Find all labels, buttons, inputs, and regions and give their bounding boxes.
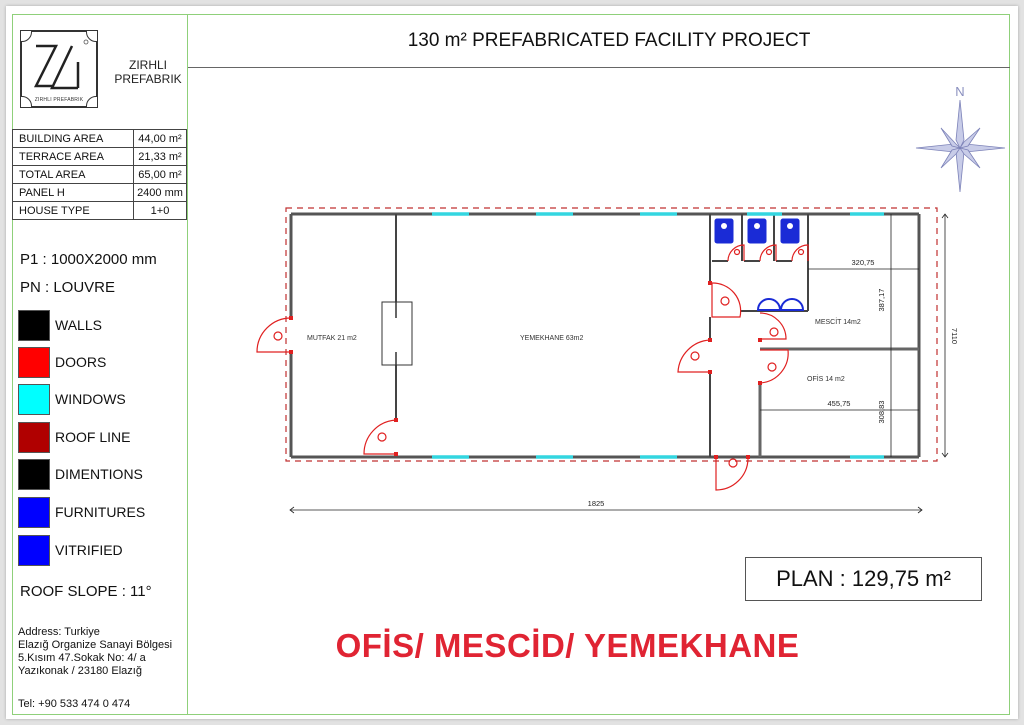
info-value: 1+0: [133, 201, 187, 220]
furnitures-swatch: [18, 497, 50, 528]
dim-total-width: 7110: [950, 328, 959, 344]
dim-ofis-width: 455,75: [828, 399, 851, 408]
vitrified-swatch: [18, 535, 50, 566]
address-line: 5.Kısım 47.Sokak No: 4/ a: [18, 652, 146, 664]
legend-label: WINDOWS: [55, 391, 126, 407]
room-label-yemekhane: YEMEKHANE 63m2: [520, 335, 584, 342]
dimension-lines: [289, 213, 949, 514]
doors: [256, 244, 809, 491]
company-name-line1: ZIRHLI: [128, 58, 167, 72]
plan-area-box: PLAN : 129,75 m²: [745, 557, 982, 601]
toilet-bowls: [721, 223, 793, 229]
dim-mescit-width: 320,75: [852, 258, 875, 267]
windows: [432, 212, 884, 459]
dim-mescit-depth: 387,17: [877, 289, 886, 312]
panel-p1-spec: P1 : 1000X2000 mm: [20, 251, 157, 268]
legend-label: WALLS: [55, 317, 102, 333]
windows-swatch: [18, 384, 50, 415]
room-label-mutfak: MUTFAK 21 m2: [307, 335, 357, 342]
interior-walls: [395, 214, 919, 457]
address-line: Yazıkonak / 23180 Elazığ: [18, 665, 142, 677]
doors-swatch: [18, 347, 50, 378]
walls-swatch: [18, 310, 50, 341]
company-logo: ZIRHLI PREFABRIK: [20, 30, 98, 108]
toilet-fixtures: [714, 218, 800, 244]
north-label: N: [955, 84, 964, 99]
title-block-panel: ZIRHLI PREFABRIK ZIRHLI PREFABRIK BUILDI…: [12, 14, 188, 715]
sink-fixtures: [756, 298, 805, 311]
company-name-line2: PREFABRIK: [114, 72, 182, 86]
zl-monogram-icon: [33, 39, 89, 90]
roof-line-swatch: [18, 422, 50, 453]
info-label: HOUSE TYPE: [12, 201, 134, 220]
north-arrow-icon: [915, 99, 1006, 193]
company-address: Address: Turkiye Elazığ Organize Sanayi …: [18, 626, 172, 678]
address-line: Elazığ Organize Sanayi Bölgesi: [18, 639, 173, 651]
address-line: Address: Turkiye: [18, 626, 100, 638]
serving-counter: [381, 301, 413, 366]
dim-total-length: 1825: [588, 499, 605, 508]
info-value: 44,00 m²: [133, 129, 187, 148]
room-label-ofis: OFİS 14 m2: [807, 374, 845, 383]
legend-label: ROOF LINE: [55, 429, 131, 445]
company-phone: Tel: +90 533 474 0 474: [18, 698, 131, 710]
room-labels: MUTFAK 21 m2 YEMEKHANE 63m2 MESCİT 14m2 …: [307, 317, 861, 383]
dim-ofis-depth: 308,83: [877, 401, 886, 424]
project-subtitle: OFİS/ MESCİD/ YEMEKHANE: [335, 627, 800, 664]
page-title: 130 m² PREFABRICATED FACILITY PROJECT: [407, 29, 811, 51]
panel-pn-spec: PN : LOUVRE: [20, 279, 116, 296]
legend-label: DOORS: [55, 354, 107, 370]
info-label: TERRACE AREA: [12, 147, 134, 166]
door-hinges: [289, 281, 762, 459]
info-label: TOTAL AREA: [12, 165, 134, 184]
legend-label: VITRIFIED: [55, 542, 123, 558]
info-label: PANEL H: [12, 183, 134, 202]
dimensions-swatch: [18, 459, 50, 490]
dimension-labels: 1825 7110 320,75 387,17 455,75 308,83: [588, 258, 959, 508]
logo-caption: ZIRHLI PREFABRIK: [34, 97, 84, 103]
legend-label: FURNITURES: [55, 504, 146, 520]
room-label-mescit: MESCİT 14m2: [815, 317, 861, 326]
legend-label: DIMENTIONS: [55, 466, 143, 482]
company-name: ZIRHLI PREFABRIK: [108, 58, 188, 86]
info-value: 65,00 m²: [133, 165, 187, 184]
drawing-frame: [12, 14, 1010, 715]
drawing-title-box: 130 m² PREFABRICATED FACILITY PROJECT: [188, 14, 1010, 68]
roof-slope: ROOF SLOPE : 11°: [20, 583, 152, 600]
